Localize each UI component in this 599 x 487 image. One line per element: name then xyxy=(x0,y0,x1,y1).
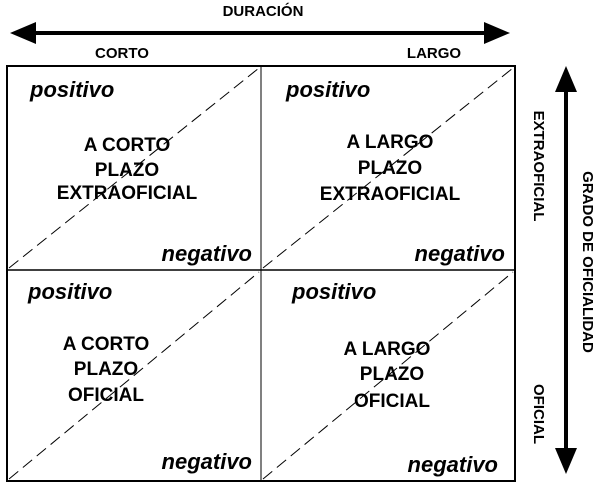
negative-label: negativo xyxy=(162,449,252,474)
negative-label: negativo xyxy=(415,241,505,266)
positive-label: positivo xyxy=(27,279,112,304)
horizontal-arrow xyxy=(10,22,510,44)
horizontal-axis-high-label: LARGO xyxy=(407,45,461,62)
quadrant-line-2: PLAZO xyxy=(95,160,159,181)
quadrant-line-3: EXTRAOFICIAL xyxy=(320,184,461,205)
quadrant-bottom-left: positivo negativo A CORTO PLAZO OFICIAL xyxy=(27,279,252,474)
quadrant-line-2: PLAZO xyxy=(360,364,424,385)
vertical-axis-title: GRADO DE OFICIALIDAD xyxy=(579,171,596,353)
horizontal-axis-title: DURACIÓN xyxy=(223,2,304,20)
negative-label: negativo xyxy=(162,241,252,266)
vertical-axis-low-label: OFICIAL xyxy=(530,384,547,444)
positive-label: positivo xyxy=(291,279,376,304)
vertical-arrow xyxy=(555,66,577,474)
quadrant-line-3: OFICIAL xyxy=(68,385,144,406)
quadrant-line-2: PLAZO xyxy=(358,158,422,179)
quadrant-diagonals xyxy=(8,67,514,480)
quadrant-top-left: positivo negativo A CORTO PLAZO EXTRAOFI… xyxy=(29,77,252,266)
quadrant-line-1: A LARGO xyxy=(344,339,431,360)
quadrant-top-right: positivo negativo A LARGO PLAZO EXTRAOFI… xyxy=(285,77,505,266)
horizontal-axis-low-label: CORTO xyxy=(95,45,149,62)
quadrant-bottom-right: positivo negativo A LARGO PLAZO OFICIAL xyxy=(291,279,498,477)
quadrant-line-2: PLAZO xyxy=(74,359,138,380)
vertical-axis-high-label: EXTRAOFICIAL xyxy=(530,111,547,222)
positive-label: positivo xyxy=(285,77,370,102)
quadrant-line-1: A CORTO xyxy=(84,135,171,156)
diagonal-bottom-right xyxy=(262,271,514,480)
quadrant-line-3: OFICIAL xyxy=(354,391,430,412)
positive-label: positivo xyxy=(29,77,114,102)
diagonal-bottom-left xyxy=(8,271,260,480)
negative-label: negativo xyxy=(408,452,498,477)
quadrant-line-3: EXTRAOFICIAL xyxy=(57,183,198,204)
quadrant-line-1: A CORTO xyxy=(63,334,150,355)
quadrant-line-1: A LARGO xyxy=(347,132,434,153)
